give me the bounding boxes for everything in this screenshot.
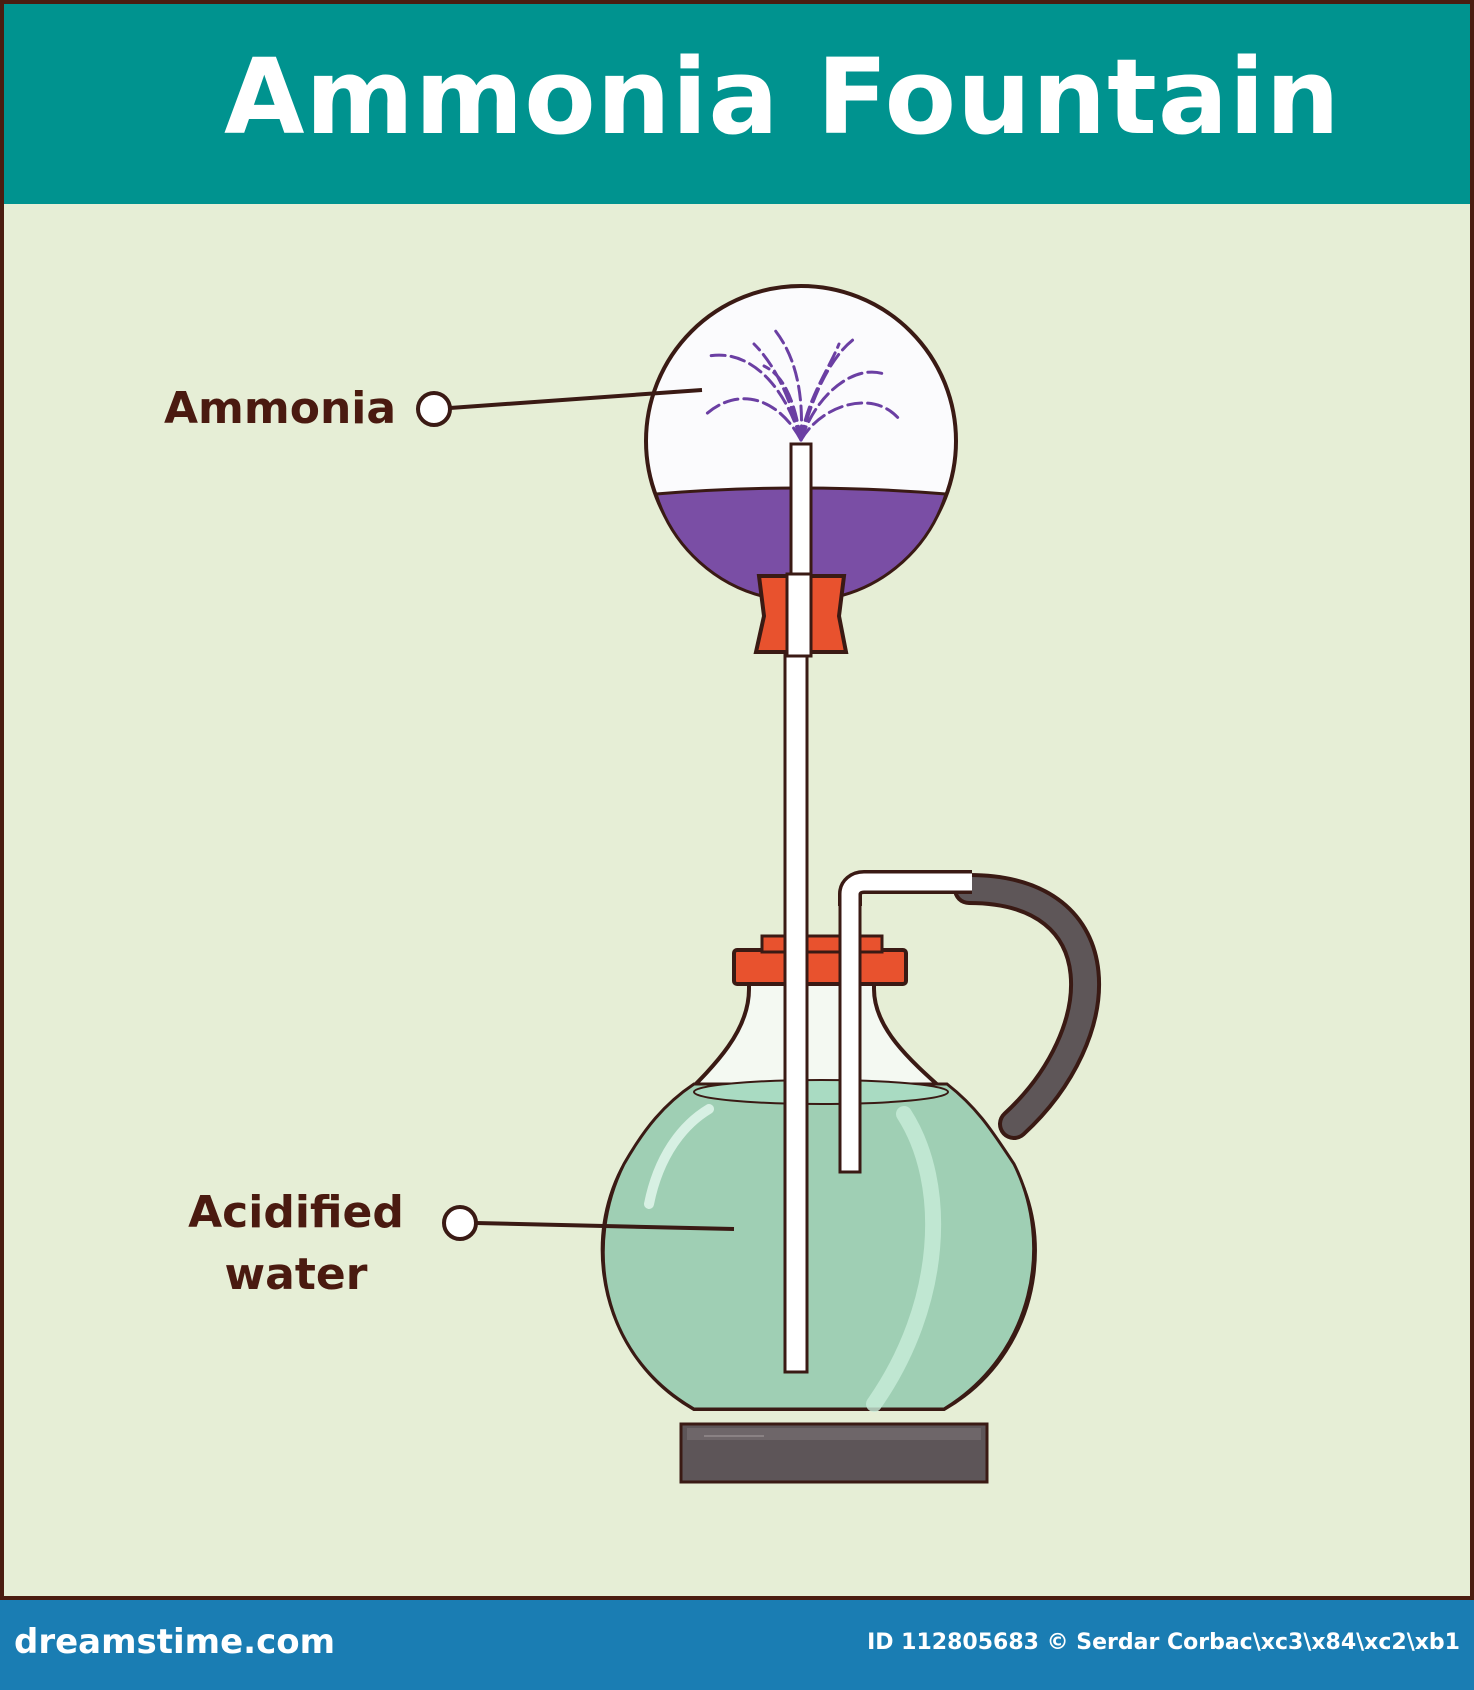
acidified-water-label: Acidified water <box>182 1182 410 1306</box>
ammonia-label: Ammonia <box>164 383 397 434</box>
brand-link[interactable]: dreamstime.com <box>14 1622 336 1662</box>
acidified-label-line1: Acidified <box>188 1187 404 1238</box>
page-title: Ammonia Fountain <box>224 36 1341 158</box>
acidified-label-line2: water <box>224 1249 368 1300</box>
side-tube <box>838 902 862 1174</box>
bottom-stopper <box>732 948 908 986</box>
ammonia-pointer <box>416 388 703 427</box>
title-banner: Ammonia Fountain <box>4 4 1470 204</box>
acidified-pointer <box>442 1205 735 1241</box>
diagram-frame: Ammonia Fountain <box>0 0 1474 1600</box>
image-credit: ID 112805683 © Serdar Corbac\xc3\x84\xc2… <box>867 1630 1460 1655</box>
fountain-spray <box>702 327 901 442</box>
footer-bar: dreamstime.com ID 112805683 © Serdar Cor… <box>0 1600 1474 1690</box>
fountain-apparatus <box>416 284 1101 1484</box>
acidified-water <box>601 1082 1036 1411</box>
